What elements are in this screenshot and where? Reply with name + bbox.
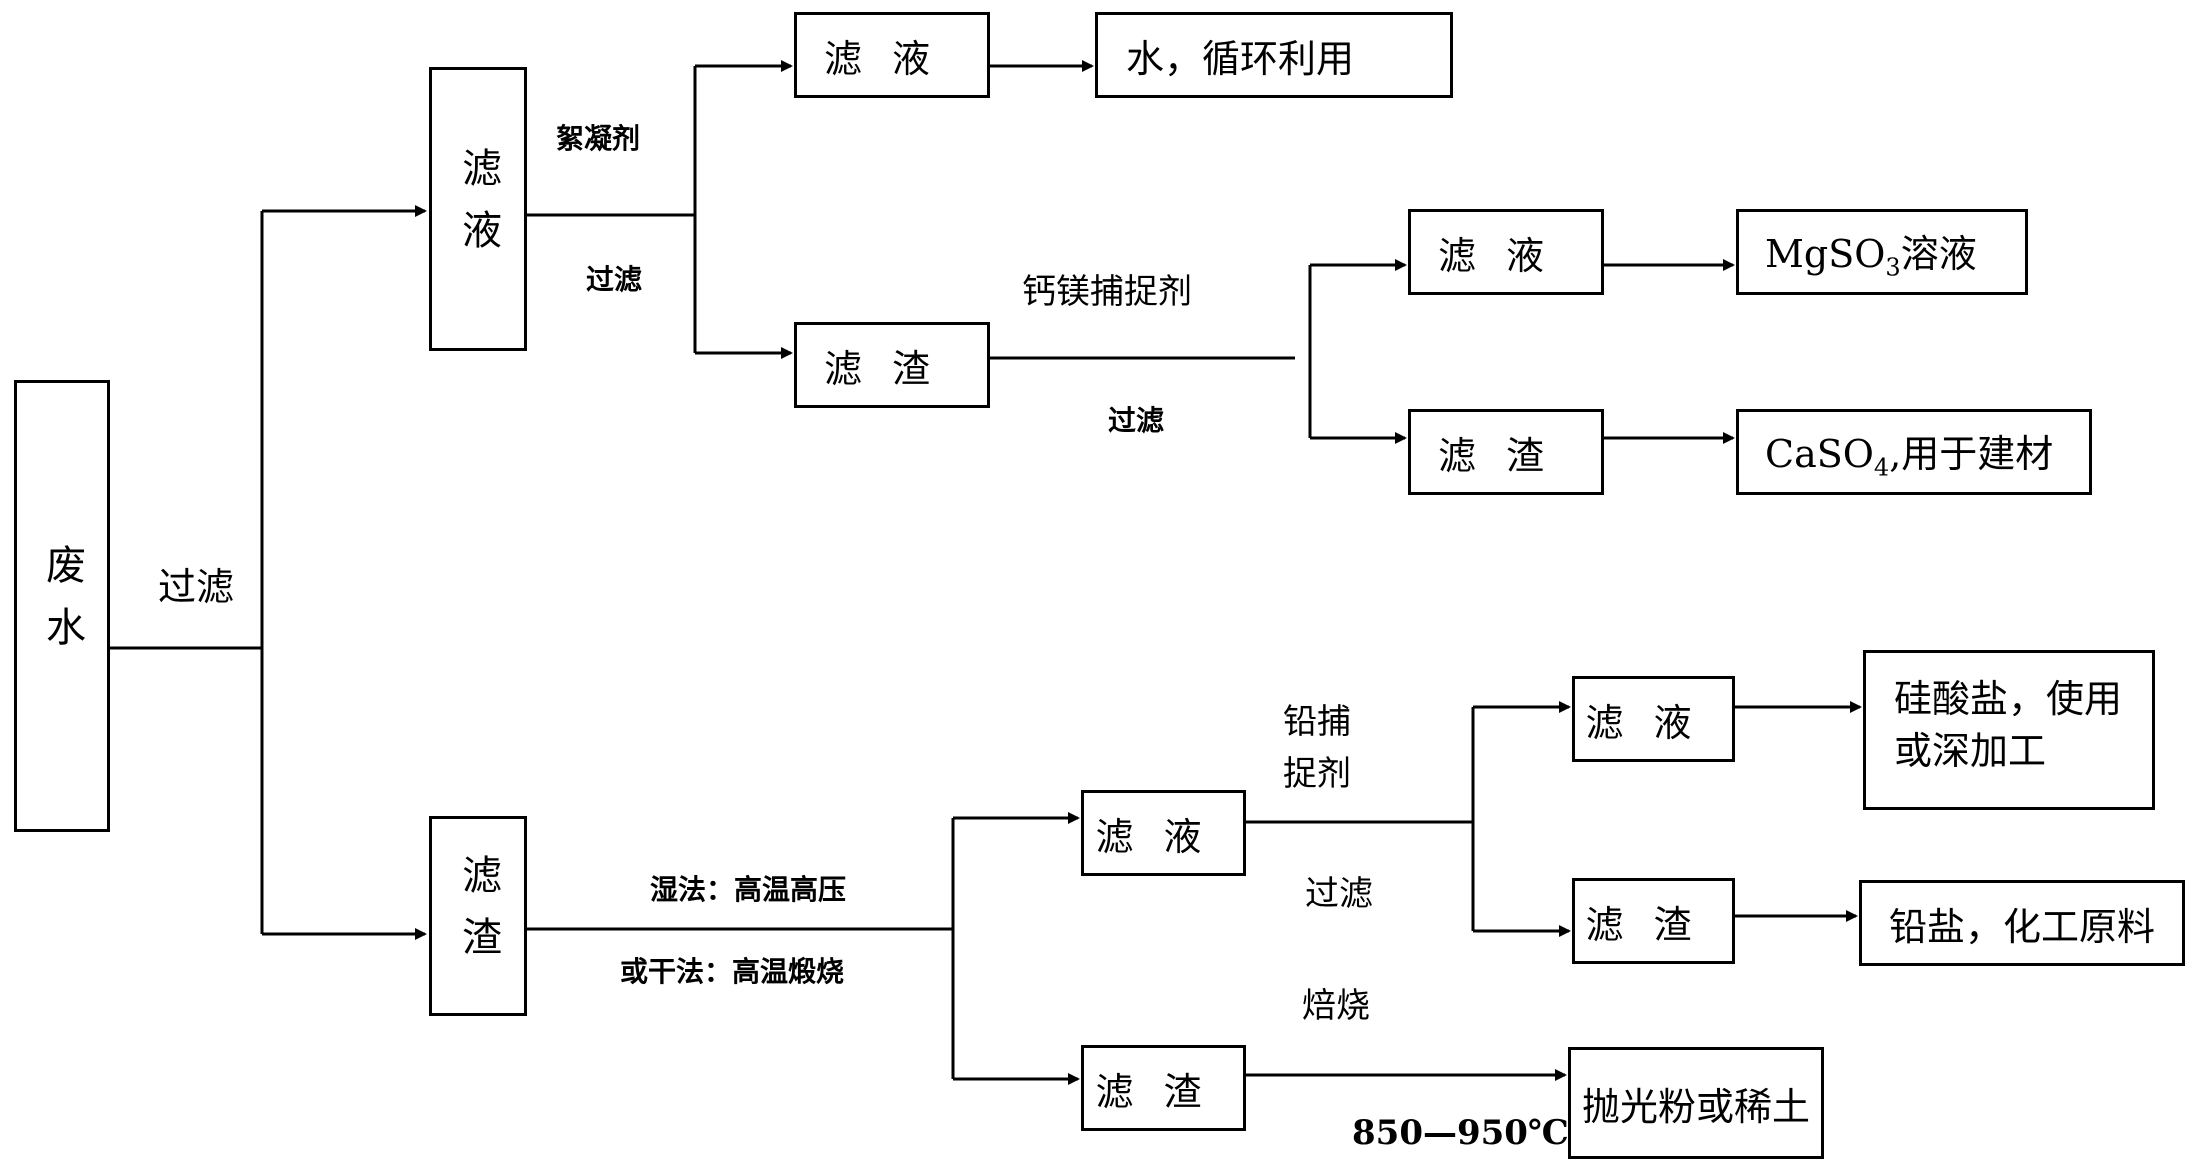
pb-filtrate-box: 滤液: [1572, 676, 1735, 762]
caso4-box: CaSO4,用于建材: [1736, 409, 2092, 495]
mg-residue-box: 滤渣: [1408, 409, 1604, 495]
label-wet-method: 湿法：高温高压: [650, 873, 847, 906]
wide-residue-text: 滤渣: [1095, 1069, 1232, 1114]
mg-residue-text: 滤渣: [1437, 433, 1574, 478]
pb-residue-box: 滤渣: [1572, 878, 1735, 964]
label-filter-top: 过滤: [586, 263, 643, 296]
top-filtrate-box: 滤液: [429, 67, 527, 351]
label-roasting: 焙烧: [1302, 986, 1370, 1026]
mg-filtrate-text: 滤液: [1437, 233, 1574, 278]
label-temperature: 850—950℃: [1352, 1113, 1569, 1153]
water-recycle-text: 水，循环利用: [1126, 36, 1355, 81]
mgso3-box: MgSO3溶液: [1736, 209, 2028, 295]
wide-residue-box: 滤渣: [1081, 1045, 1246, 1131]
label-pb-capture-2: 捉剂: [1283, 754, 1351, 794]
top-right-filtrate-text: 滤液: [823, 36, 960, 81]
top-filtrate-text: 滤液: [455, 147, 501, 271]
caso4-text: CaSO4,用于建材: [1765, 431, 2054, 482]
lead-salt-text: 铅盐，化工原料: [1888, 904, 2155, 949]
bottom-filtrate-text: 滤液: [1095, 814, 1232, 859]
pb-residue-text: 滤渣: [1585, 902, 1722, 947]
bottom-filtrate-box: 滤液: [1081, 790, 1246, 876]
label-dry-method: 或干法：高温煅烧: [620, 955, 845, 988]
label-filter-camg: 过滤: [1108, 404, 1165, 437]
polish-powder-text: 抛光粉或稀土: [1581, 1084, 1810, 1129]
label-flocculant: 絮凝剂: [556, 122, 641, 155]
silicate-line-1: 硅酸盐，使用: [1894, 677, 2123, 721]
mg-filtrate-box: 滤液: [1408, 209, 1604, 295]
lead-salt-box: 铅盐，化工原料: [1859, 880, 2185, 966]
waste-water-text: 废水: [39, 544, 85, 668]
polish-powder-box: 抛光粉或稀土: [1568, 1047, 1824, 1159]
label-filter-pb: 过滤: [1305, 874, 1373, 914]
mgso3-text: MgSO3溶液: [1765, 231, 1977, 282]
waste-water-box: 废水: [14, 380, 110, 832]
silicate-box: 硅酸盐，使用 或深加工: [1863, 650, 2155, 810]
bottom-residue-box: 滤渣: [429, 816, 527, 1016]
label-ca-mg-capture: 钙镁捕捉剂: [1022, 272, 1192, 312]
water-recycle-box: 水，循环利用: [1095, 12, 1453, 98]
silicate-line-2: 或深加工: [1894, 729, 2047, 773]
top-residue-text: 滤渣: [823, 346, 960, 391]
bottom-residue-text: 滤渣: [455, 854, 501, 978]
pb-filtrate-text: 滤液: [1585, 700, 1722, 745]
label-pb-capture-1: 铅捕: [1283, 702, 1351, 742]
top-right-filtrate-box: 滤液: [794, 12, 990, 98]
top-residue-box: 滤渣: [794, 322, 990, 408]
label-filter-main: 过滤: [158, 565, 235, 609]
